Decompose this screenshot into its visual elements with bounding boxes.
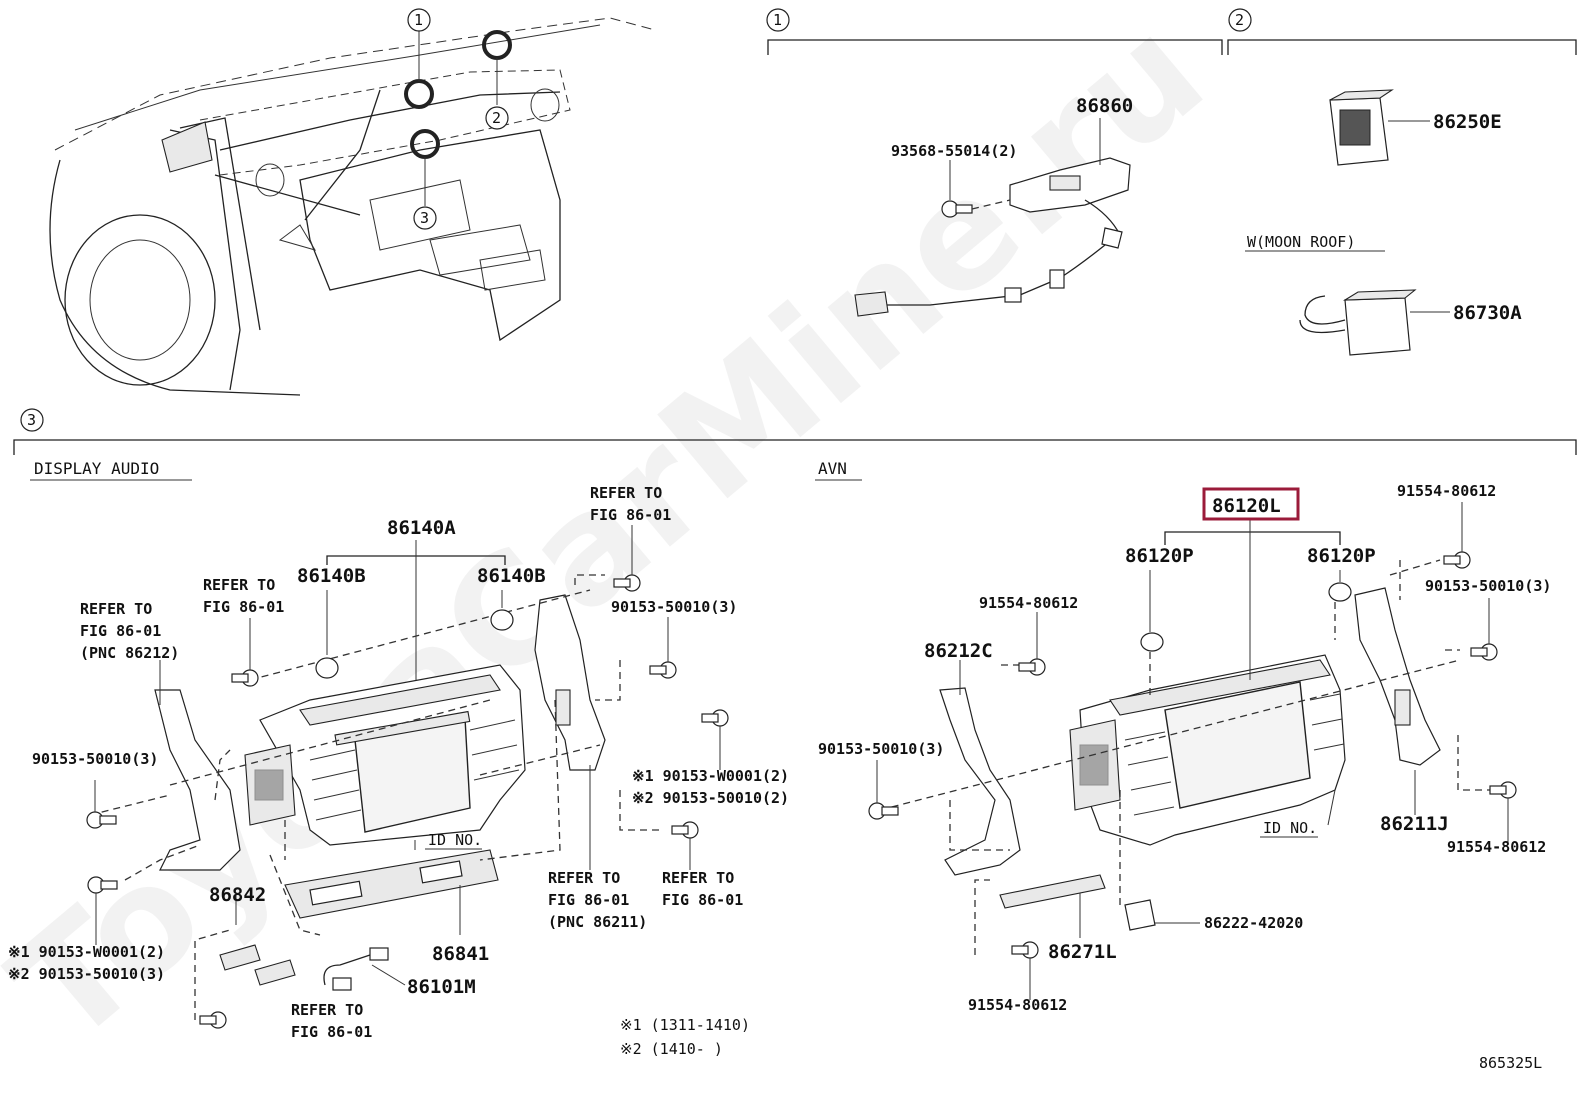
label-refer-pnc86212-3: (PNC 86212)	[80, 644, 179, 662]
section-3-header: 3	[13, 408, 1577, 455]
figure-code: 865325L	[1479, 1054, 1542, 1072]
label-86250E: 86250E	[1433, 111, 1502, 133]
label-display-audio: DISPLAY AUDIO	[34, 459, 159, 478]
label-refer-low-2: FIG 86-01	[291, 1023, 372, 1041]
label-86212C: 86212C	[924, 640, 993, 662]
label-avn: AVN	[818, 459, 847, 478]
label-da-90153-50010-left: 90153-50010(3)	[32, 750, 158, 768]
da-screws	[86, 525, 729, 1029]
avn-screws	[868, 502, 1517, 1000]
part-86842-pads	[219, 944, 296, 986]
svg-text:1: 1	[414, 11, 423, 29]
label-da-90153-50010-right: 90153-50010(3)	[611, 598, 737, 616]
avn-unit	[879, 559, 1490, 955]
label-refer-left-1: REFER TO	[203, 576, 275, 594]
label-86140A: 86140A	[387, 517, 456, 539]
part-86730A-module	[1299, 289, 1450, 356]
label-da-note2-right: ※2 90153-50010(2)	[632, 789, 789, 807]
legend-note-1: ※1 (1311-1410)	[620, 1016, 750, 1034]
label-86120P-left: 86120P	[1125, 545, 1194, 567]
label-refer-low-1: REFER TO	[291, 1001, 363, 1019]
svg-text:3: 3	[420, 209, 429, 227]
callout-2-top: 2	[485, 106, 509, 130]
svg-text:3: 3	[27, 411, 36, 429]
label-refer-pnc86211-3: (PNC 86211)	[548, 913, 647, 931]
label-refer-pnc86211-2: FIG 86-01	[548, 891, 629, 909]
label-86140B-left: 86140B	[297, 565, 366, 587]
label-86860: 86860	[1076, 95, 1133, 117]
label-refer-bottom-b-1: REFER TO	[662, 869, 734, 887]
label-da-note2-left: ※2 90153-50010(3)	[8, 965, 165, 983]
dashboard-overview-drawing	[49, 17, 656, 396]
section-2-header: 2	[1227, 8, 1577, 55]
section-1-header: 1	[766, 8, 1223, 55]
label-avn-90153-left: 90153-50010(3)	[818, 740, 944, 758]
label-86101M: 86101M	[407, 976, 476, 998]
label-da-id-no: ID NO.	[428, 831, 482, 849]
screw-93568	[941, 160, 1011, 218]
label-86222-42020: 86222-42020	[1204, 914, 1303, 932]
callout-1-top: 1	[407, 8, 431, 32]
label-86120P-right: 86120P	[1307, 545, 1376, 567]
label-refer-pnc86212-1: REFER TO	[80, 600, 152, 618]
highlight-86120L	[1202, 487, 1300, 521]
svg-text:2: 2	[492, 109, 501, 127]
label-refer-top-1: REFER TO	[590, 484, 662, 502]
svg-text:2: 2	[1235, 11, 1244, 29]
svg-text:1: 1	[773, 11, 782, 29]
label-refer-left-2: FIG 86-01	[203, 598, 284, 616]
label-avn-91554-mid: 91554-80612	[979, 594, 1078, 612]
label-86730A: 86730A	[1453, 302, 1522, 324]
label-86271L: 86271L	[1048, 941, 1117, 963]
label-avn-90153-right: 90153-50010(3)	[1425, 577, 1551, 595]
label-86120L[interactable]: 86120L	[1212, 495, 1281, 517]
label-da-note1-right: ※1 90153-W0001(2)	[632, 767, 789, 785]
label-93568-55014: 93568-55014(2)	[891, 142, 1017, 160]
label-86211J: 86211J	[1380, 813, 1449, 835]
label-refer-pnc86212-2: FIG 86-01	[80, 622, 161, 640]
part-86250E-switch	[1329, 89, 1430, 166]
label-avn-91554-bottom: 91554-80612	[968, 996, 1067, 1014]
label-da-note1-left: ※1 90153-W0001(2)	[8, 943, 165, 961]
label-moon-roof: W(MOON ROOF)	[1247, 233, 1355, 251]
label-avn-id-no: ID NO.	[1263, 819, 1317, 837]
label-86140B-right: 86140B	[477, 565, 546, 587]
label-refer-top-2: FIG 86-01	[590, 506, 671, 524]
label-avn-91554-right: 91554-80612	[1447, 838, 1546, 856]
label-refer-bottom-b-2: FIG 86-01	[662, 891, 743, 909]
label-86841: 86841	[432, 943, 489, 965]
callout-3-top: 3	[413, 206, 437, 230]
part-86101M-harness	[323, 947, 389, 991]
label-avn-91554-top: 91554-80612	[1397, 482, 1496, 500]
legend-note-2: ※2 (1410- )	[620, 1040, 723, 1058]
part-86860-bracket-cable	[854, 118, 1131, 317]
label-86842: 86842	[209, 884, 266, 906]
display-audio-unit	[89, 574, 660, 1020]
label-refer-pnc86211-1: REFER TO	[548, 869, 620, 887]
